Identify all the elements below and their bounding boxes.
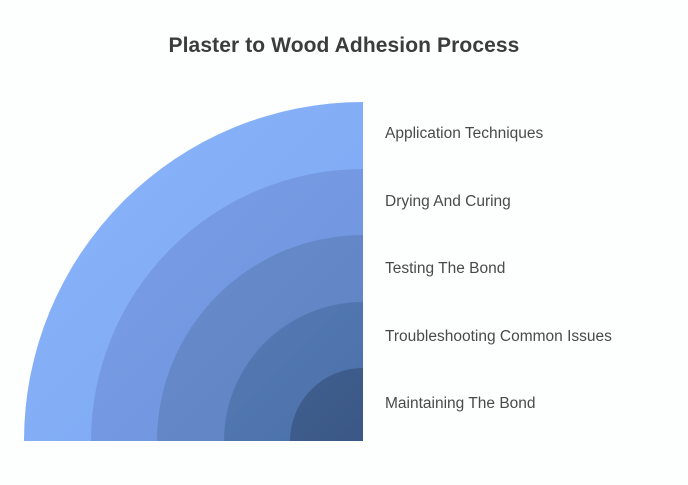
arc-group xyxy=(24,102,436,485)
page-title: Plaster to Wood Adhesion Process xyxy=(168,34,520,57)
arc-band-maintaining-the-bond[interactable] xyxy=(290,368,436,485)
